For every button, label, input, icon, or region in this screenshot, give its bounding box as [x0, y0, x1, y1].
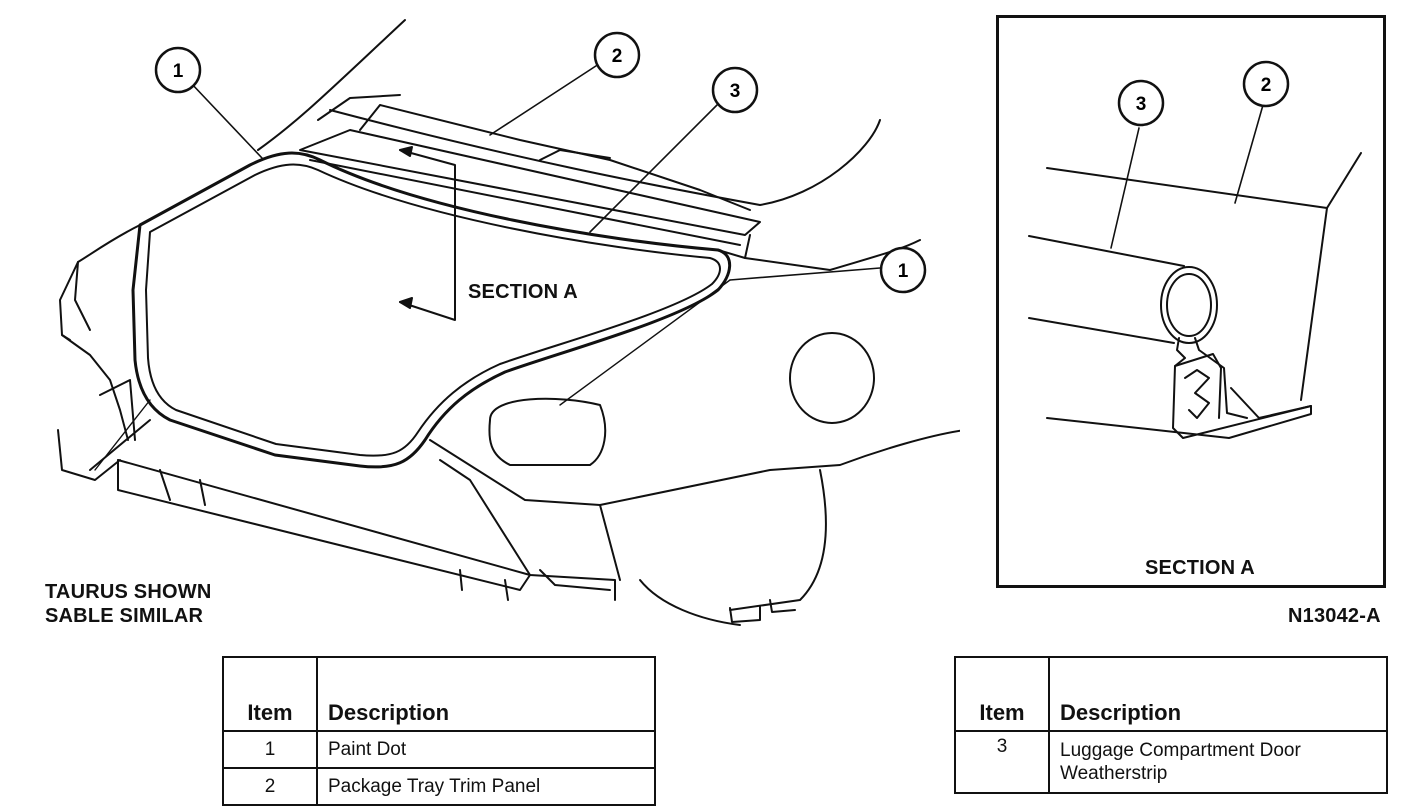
model-note: TAURUS SHOWN SABLE SIMILAR [45, 580, 211, 628]
figure-id: N13042-A [1288, 605, 1381, 627]
callout-1-top-left: 1 [154, 46, 202, 94]
table-header-row: Item Description [954, 656, 1388, 732]
table-row: 2 Package Tray Trim Panel [222, 767, 656, 806]
section-a-inset-label: SECTION A [1145, 557, 1255, 579]
model-note-line2: SABLE SIMILAR [45, 605, 204, 627]
svg-text:2: 2 [1261, 75, 1272, 96]
callout-1-right: 1 [879, 246, 927, 294]
parts-table-left: Item Description 1 Paint Dot 2 Package T… [222, 656, 656, 806]
column-header-description: Description [316, 656, 656, 732]
item-description: Package Tray Trim Panel [316, 767, 656, 806]
table-header-row: Item Description [222, 656, 656, 732]
item-number: 2 [222, 767, 318, 806]
callout-2-inset: 2 [1242, 60, 1290, 108]
svg-text:1: 1 [173, 61, 184, 82]
callout-3-inset: 3 [1117, 79, 1165, 127]
item-number: 1 [222, 730, 318, 769]
column-header-item: Item [954, 656, 1050, 732]
item-description-line2: Weatherstrip [1060, 763, 1168, 784]
table-row: 3 Luggage Compartment Door Weatherstrip [954, 730, 1388, 794]
model-note-line1: TAURUS SHOWN [45, 581, 212, 603]
column-header-description: Description [1048, 656, 1388, 732]
section-a-inset: 3 2 SECTION A [996, 15, 1386, 588]
callout-3-main: 3 [711, 66, 759, 114]
item-description-line1: Luggage Compartment Door [1060, 740, 1301, 761]
column-header-item: Item [222, 656, 318, 732]
vehicle-rear-drawing: 1 2 3 1 [57, 19, 960, 626]
svg-text:2: 2 [612, 46, 623, 67]
table-row: 1 Paint Dot [222, 730, 656, 769]
svg-text:3: 3 [1136, 94, 1147, 115]
item-description: Luggage Compartment Door Weatherstrip [1048, 730, 1388, 794]
callout-2-main: 2 [593, 31, 641, 79]
item-number: 3 [954, 730, 1050, 794]
section-a-label: SECTION A [468, 281, 578, 303]
svg-text:3: 3 [730, 81, 741, 102]
item-description: Paint Dot [316, 730, 656, 769]
parts-table-right: Item Description 3 Luggage Compartment D… [954, 656, 1388, 794]
svg-text:1: 1 [898, 261, 909, 282]
weatherstrip-section-drawing: 3 2 [1028, 60, 1362, 439]
